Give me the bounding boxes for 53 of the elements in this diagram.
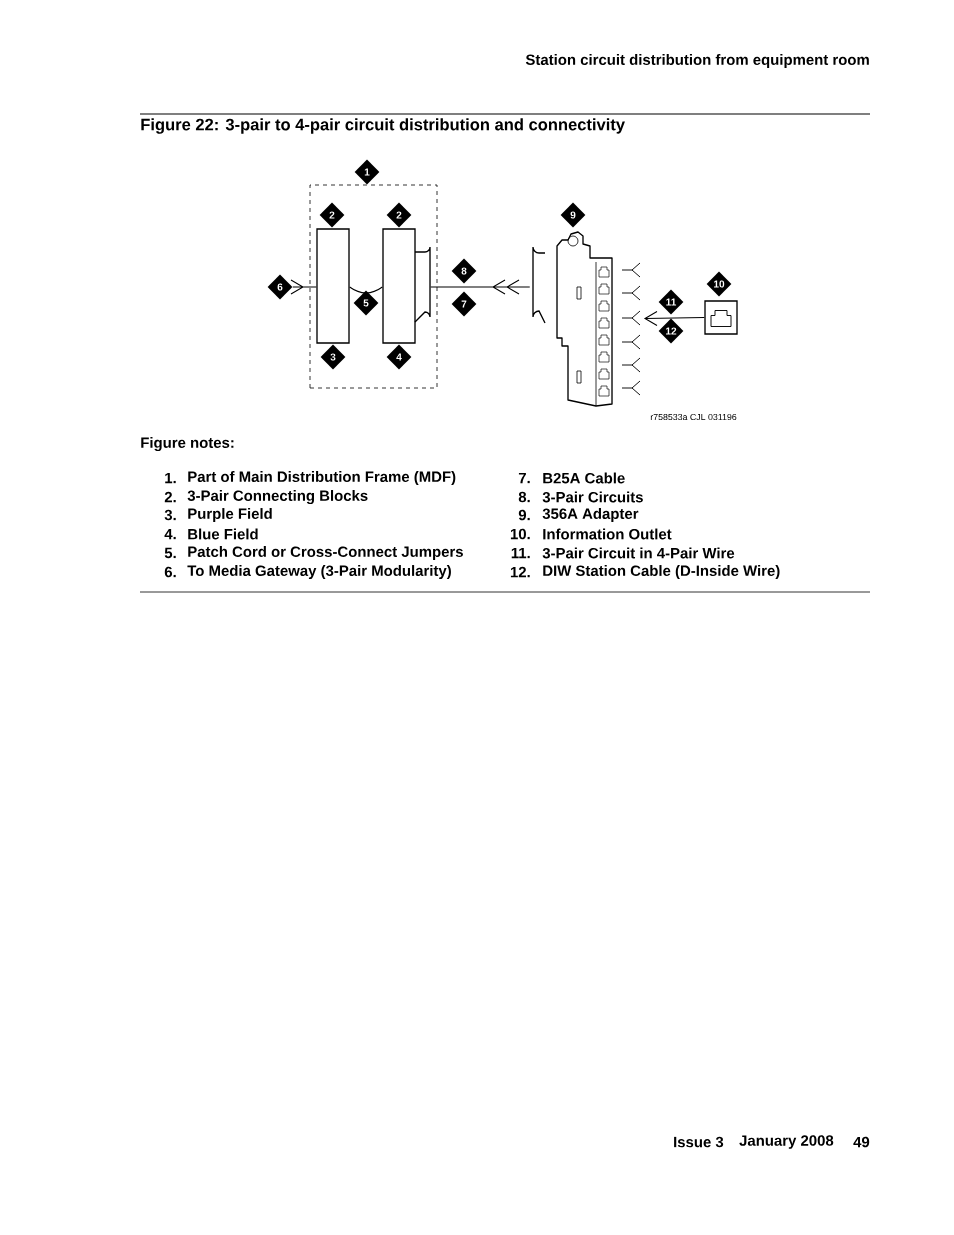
note-number: 2. [164, 491, 176, 503]
note-text: 3-Pair Circuit in 4-Pair Wire [542, 547, 735, 559]
running-header: Station circuit distribution from equipment room [525, 54, 869, 68]
callout-number: 2 [386, 202, 412, 228]
callout-number: 4 [386, 344, 412, 370]
callout-number: 8 [451, 258, 477, 284]
note-number: 11. [511, 547, 530, 559]
callout-number: 11 [658, 289, 684, 315]
note-text: 3-Pair Circuits [542, 491, 643, 503]
note-text: B25A Cable [543, 472, 625, 484]
note-number: 12. [510, 566, 530, 578]
note-text: Patch Cord or Cross-Connect Jumpers [188, 546, 463, 560]
callout-number: 3 [320, 344, 346, 370]
callout-number: 10 [706, 271, 732, 297]
outlet-box [704, 300, 738, 335]
note-number: 9. [518, 509, 530, 521]
cable-line [643, 310, 705, 327]
drawing-code: r758533a CJL 031196 [650, 413, 737, 421]
figure-title: Figure 22: 3-pair to 4-pair circuit distribution and connectivity [141, 118, 625, 134]
adapter-drawing [532, 231, 641, 407]
cable-line [430, 279, 531, 295]
cable-line [290, 279, 317, 295]
callout-number: 6 [267, 274, 293, 300]
note-number: 5. [164, 547, 176, 559]
note-text: To Media Gateway (3-Pair Modularity) [187, 565, 451, 579]
note-number: 3. [164, 509, 176, 521]
page-number: 49 [853, 1136, 870, 1148]
callout-number: 9 [560, 202, 586, 228]
note-text: Information Outlet [543, 528, 672, 540]
note-text: Purple Field [188, 508, 272, 522]
note-text: 3-Pair Connecting Blocks [187, 490, 368, 504]
frame-outline [309, 184, 438, 389]
note-text: Part of Main Distribution Frame (MDF) [188, 471, 456, 485]
note-number: 7. [518, 472, 530, 484]
note-number: 8. [518, 491, 530, 503]
note-number: 4. [164, 528, 176, 540]
note-number: 1. [165, 472, 176, 484]
callout-number: 12 [658, 318, 684, 344]
footer-issue: Issue 3 [674, 1136, 724, 1148]
notes-heading: Figure notes: [141, 437, 234, 451]
connecting-block [316, 228, 350, 344]
cable-line [349, 286, 383, 294]
callout-number: 2 [319, 202, 345, 228]
note-text: Blue Field [188, 528, 258, 540]
callout-number: 7 [451, 291, 477, 317]
note-text: DIW Station Cable (D-Inside Wire) [543, 565, 780, 579]
callout-number: 5 [353, 290, 379, 316]
connecting-block [382, 228, 416, 344]
callout-number: 1 [354, 159, 380, 185]
note-number: 6. [164, 566, 176, 578]
note-number: 10. [510, 528, 530, 540]
note-text: 356A Adapter [542, 508, 639, 522]
footer-date: January 2008 [739, 1135, 834, 1149]
